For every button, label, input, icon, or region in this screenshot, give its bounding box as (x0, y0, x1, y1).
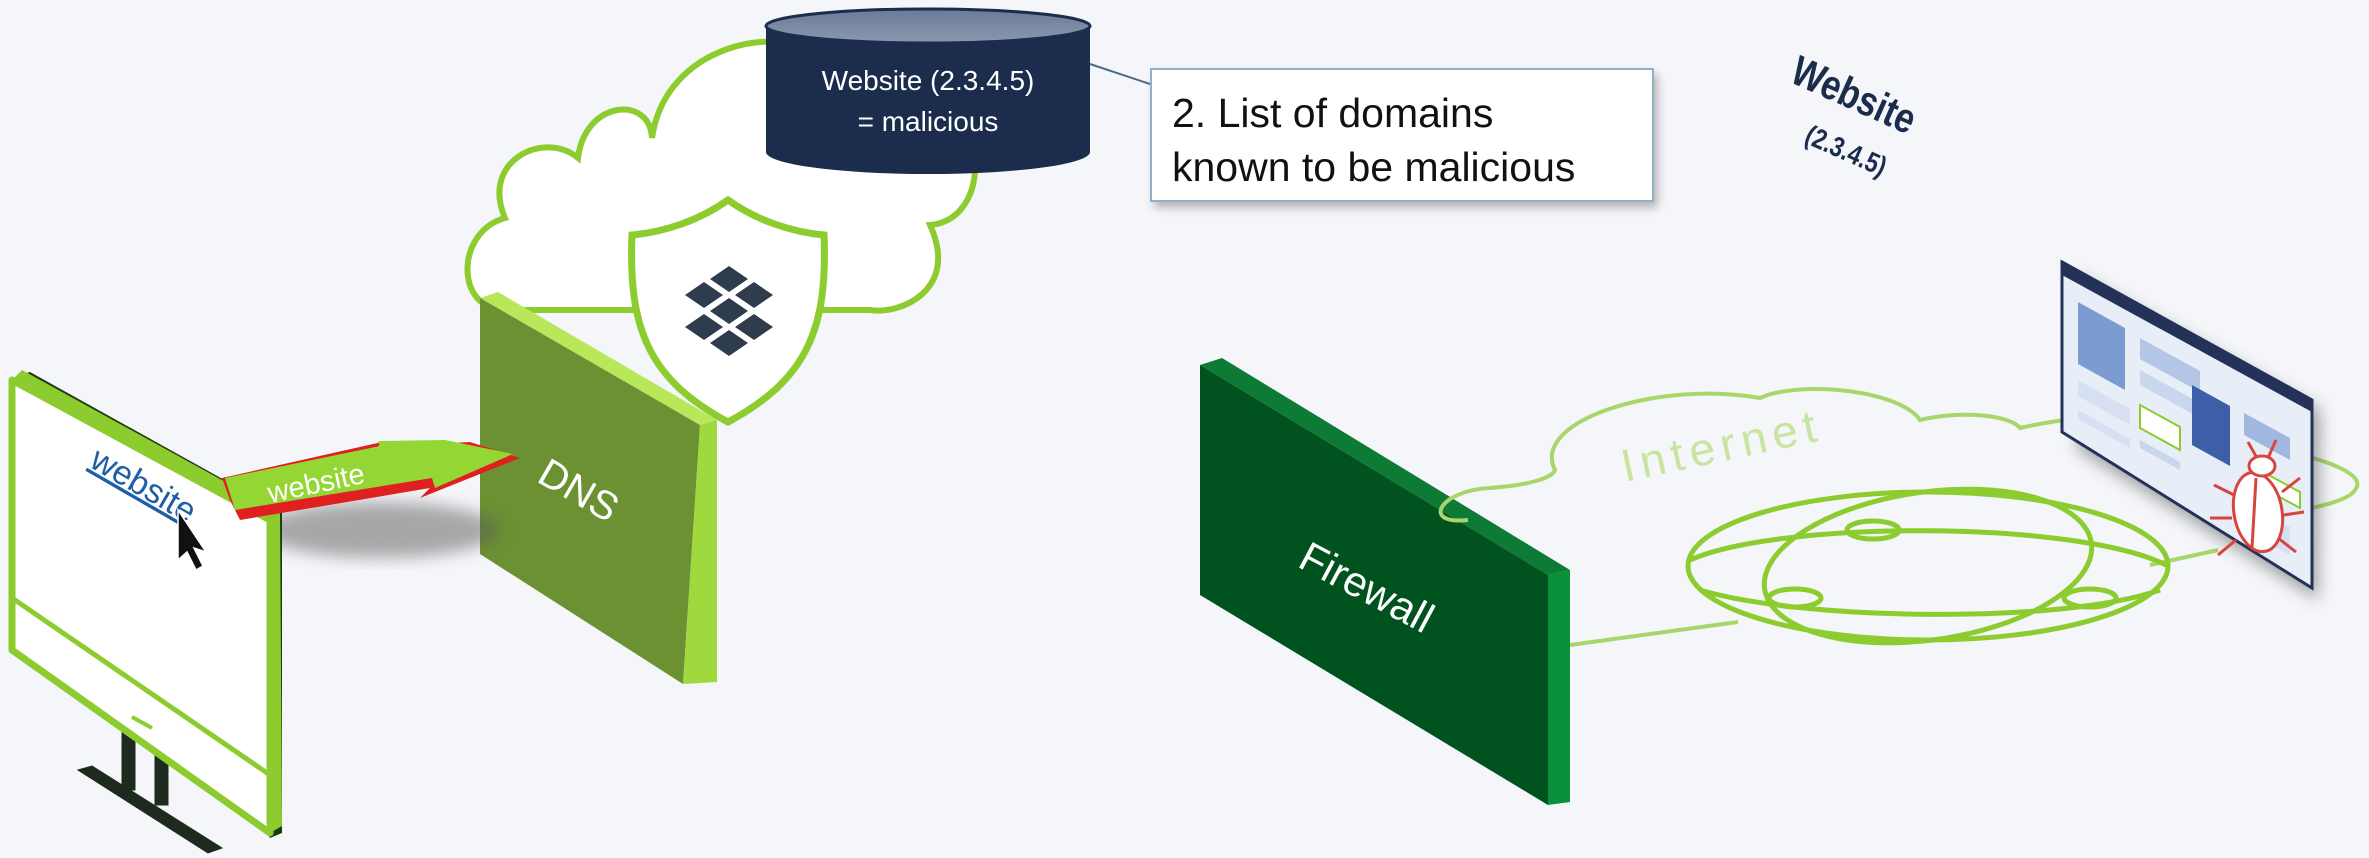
callout-connector (1089, 63, 1151, 85)
webpage-thumbnail (2078, 302, 2301, 555)
request-arrow: website (222, 440, 520, 520)
shield-icon (628, 195, 828, 426)
website-title: Website (1784, 47, 1923, 143)
dns-server: DNS (480, 292, 717, 684)
malicious-website: Website (2.3.4.5) (1784, 47, 2320, 600)
cursor-icon (177, 507, 208, 572)
callout-line1: 2. List of domains (1172, 90, 1494, 136)
security-logo-icon (685, 266, 773, 356)
database-line1: Website (2.3.4.5) (822, 65, 1035, 96)
database-icon: Website (2.3.4.5) = malicious (764, 7, 1092, 174)
callout-line2: known to be malicious (1172, 144, 1576, 190)
firewall: Firewall (1200, 358, 1570, 805)
internet-label: Internet (1616, 399, 1826, 492)
bug-icon (2210, 439, 2305, 557)
database-line2: = malicious (858, 106, 999, 137)
monitor: website (8, 370, 500, 854)
callout-box: 2. List of domains known to be malicious (1150, 68, 1654, 202)
globe-icon (1685, 486, 2171, 646)
